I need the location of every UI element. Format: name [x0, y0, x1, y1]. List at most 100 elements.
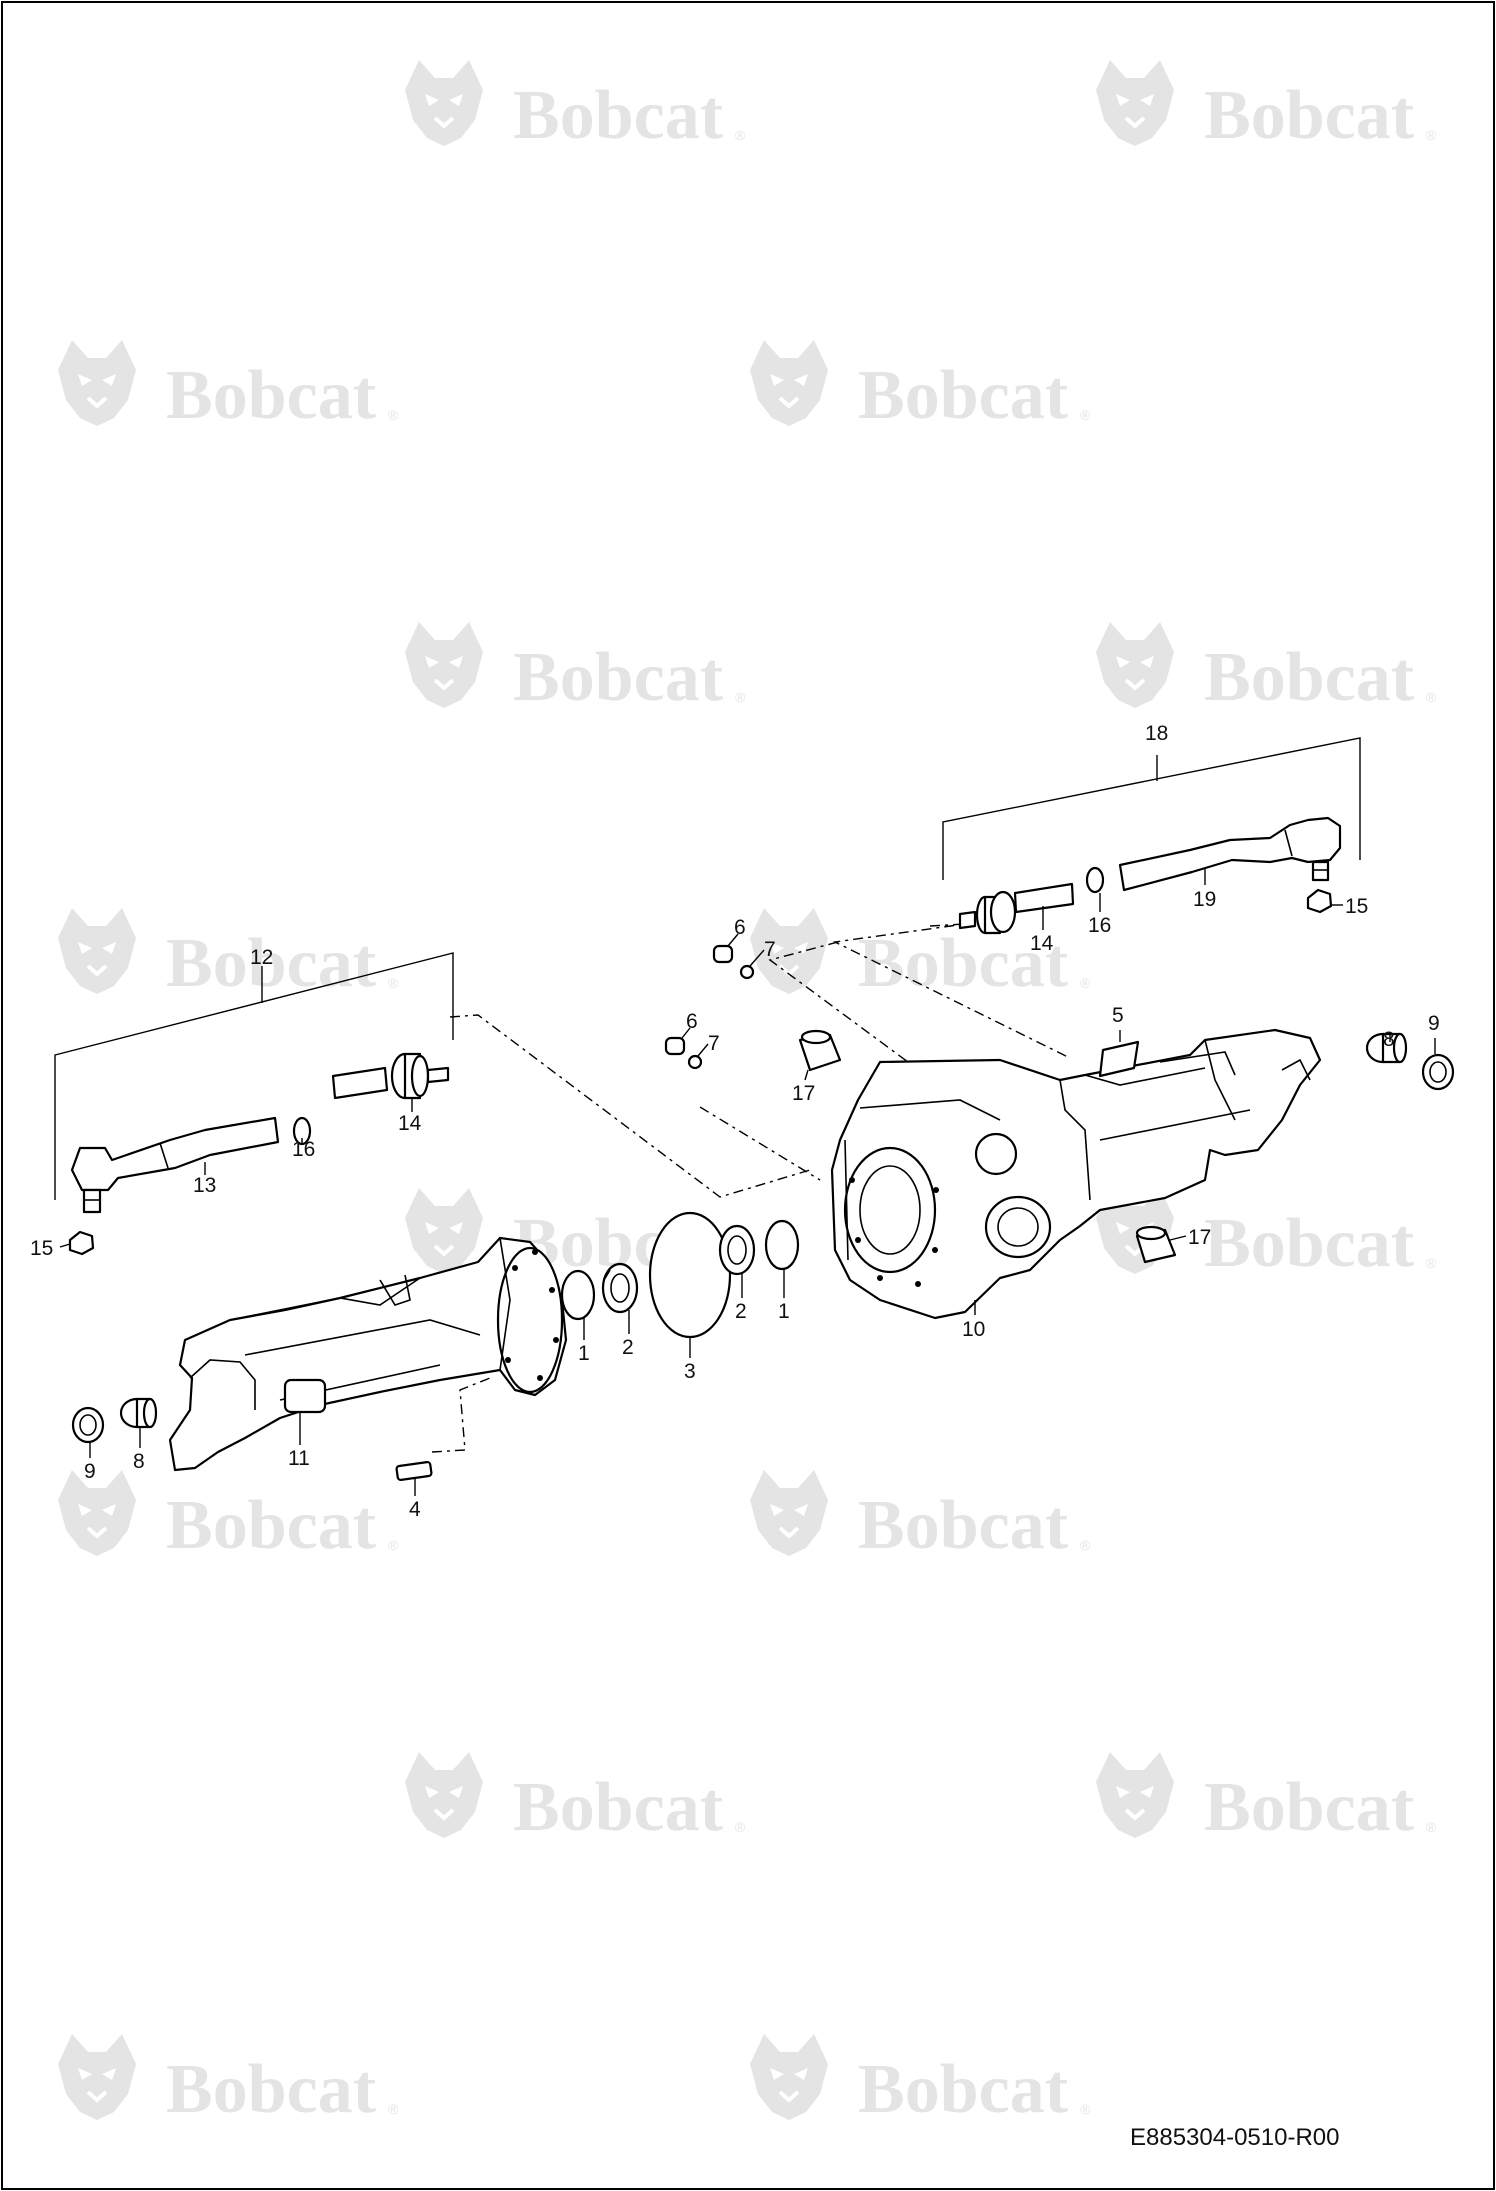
watermark-text: Bobcat: [166, 357, 376, 434]
callout-2b: 2: [735, 1300, 747, 1323]
watermark-text: Bobcat: [858, 1487, 1068, 1564]
watermark-text: Bobcat: [1204, 1205, 1414, 1282]
watermark-text: Bobcat: [1204, 639, 1414, 716]
watermark-text: Bobcat: [166, 925, 376, 1002]
callout-16-left: 16: [292, 1138, 315, 1161]
watermark-text: Bobcat: [858, 2051, 1068, 2128]
watermark-reg: ®: [388, 975, 399, 991]
watermark-reg: ®: [1426, 689, 1437, 705]
callout-18: 18: [1145, 722, 1168, 745]
bobcat-logo-icon: [748, 1468, 830, 1558]
callout-15-left: 15: [30, 1237, 53, 1260]
watermark-13: Bobcat ®: [403, 1750, 746, 1846]
watermark-reg: ®: [735, 689, 746, 705]
bobcat-logo-icon: [748, 2032, 830, 2122]
callout-19: 19: [1193, 888, 1216, 911]
bobcat-logo-icon: [56, 2032, 138, 2122]
kit-bracket-12: [54, 952, 454, 1200]
bushing-8-right: [1365, 1032, 1408, 1064]
callout-4: 4: [409, 1498, 421, 1521]
bobcat-logo-icon: [403, 58, 485, 148]
assembly-line-right-upper: [832, 923, 1071, 1059]
callout-7-lower: 7: [708, 1032, 720, 1055]
grease-fitting-6-upper: [712, 944, 734, 964]
callout-9-left: 9: [84, 1460, 96, 1483]
ball-joint-14-right: [958, 882, 1075, 935]
callout-16-right: 16: [1088, 914, 1111, 937]
axle-housing-left: [168, 1236, 568, 1472]
callout-6-upper: 6: [734, 916, 746, 939]
watermark-reg: ®: [1080, 975, 1091, 991]
leader-17-upper: [804, 1069, 809, 1081]
washer-16-right: [1085, 866, 1105, 894]
o-ring-1b: [764, 1219, 800, 1271]
watermark-reg: ®: [735, 1819, 746, 1835]
leader-15-left: [59, 1243, 71, 1248]
watermark-1: Bobcat ®: [403, 58, 746, 154]
assembly-line-left: [449, 1014, 811, 1198]
watermark-8: Bobcat ®: [748, 906, 1091, 1002]
ball-joint-14-left: [331, 1052, 450, 1100]
watermark-7: Bobcat ®: [56, 906, 399, 1002]
o-ring-7-lower: [687, 1054, 703, 1070]
watermark-reg: ®: [1080, 1537, 1091, 1553]
callout-17-lower: 17: [1188, 1226, 1211, 1249]
callout-10: 10: [962, 1318, 985, 1341]
axle-housing-right: [830, 1028, 1322, 1320]
leader-7-upper: [749, 949, 765, 967]
o-ring-7-upper: [739, 964, 755, 980]
watermark-2: Bobcat ®: [1094, 58, 1437, 154]
bobcat-logo-icon: [403, 1750, 485, 1840]
bushing-17-upper: [798, 1029, 842, 1072]
callout-2a: 2: [622, 1336, 634, 1359]
watermark-text: Bobcat: [513, 639, 723, 716]
callout-11: 11: [288, 1447, 310, 1470]
callout-14-right: 14: [1030, 932, 1054, 955]
callout-12: 12: [250, 946, 273, 969]
bushing-8-left: [119, 1397, 158, 1429]
callout-6-lower: 6: [686, 1010, 698, 1033]
document-id: E885304-0510-R00: [1130, 2124, 1340, 2151]
bobcat-logo-icon: [1094, 58, 1176, 148]
seal-9-left: [71, 1406, 105, 1444]
assembly-line-right-lower: [768, 941, 936, 1083]
tie-rod-end-13: [70, 1116, 280, 1214]
bearing-2a: [601, 1262, 639, 1314]
nut-15-left: [68, 1230, 95, 1256]
bushing-17-lower: [1135, 1225, 1177, 1264]
watermark-reg: ®: [1080, 407, 1091, 423]
watermark-15: Bobcat ®: [56, 2032, 399, 2128]
callout-1b: 1: [778, 1300, 790, 1323]
tie-rod-19: [1118, 816, 1342, 892]
watermark-4: Bobcat ®: [748, 338, 1091, 434]
watermark-reg: ®: [388, 1537, 399, 1553]
plate-5: [1098, 1040, 1140, 1078]
bobcat-logo-icon: [56, 338, 138, 428]
callout-1a: 1: [578, 1342, 590, 1365]
watermark-reg: ®: [1426, 1819, 1437, 1835]
leader-7-lower: [697, 1043, 709, 1057]
leader-6-upper: [727, 933, 739, 947]
callout-8-right: 8: [1383, 1028, 1395, 1051]
watermark-text: Bobcat: [858, 925, 1068, 1002]
watermark-3: Bobcat ®: [56, 338, 399, 434]
leader-17-lower: [1169, 1235, 1187, 1241]
watermark-reg: ®: [1426, 127, 1437, 143]
callout-14-left: 14: [398, 1112, 422, 1135]
watermark-text: Bobcat: [1204, 77, 1414, 154]
watermark-reg: ®: [388, 2101, 399, 2117]
watermark-14: Bobcat ®: [1094, 1750, 1437, 1846]
callout-13: 13: [193, 1174, 216, 1197]
bobcat-logo-icon: [748, 906, 830, 996]
o-ring-1a: [560, 1269, 596, 1321]
callout-9-right: 9: [1428, 1012, 1440, 1035]
watermark-16: Bobcat ®: [748, 2032, 1091, 2128]
callout-3: 3: [684, 1360, 696, 1383]
nut-15-right: [1306, 888, 1333, 914]
bobcat-logo-icon: [748, 338, 830, 428]
callout-5: 5: [1112, 1004, 1124, 1027]
watermark-reg: ®: [388, 407, 399, 423]
watermark-10: Bobcat ®: [1094, 1186, 1437, 1282]
